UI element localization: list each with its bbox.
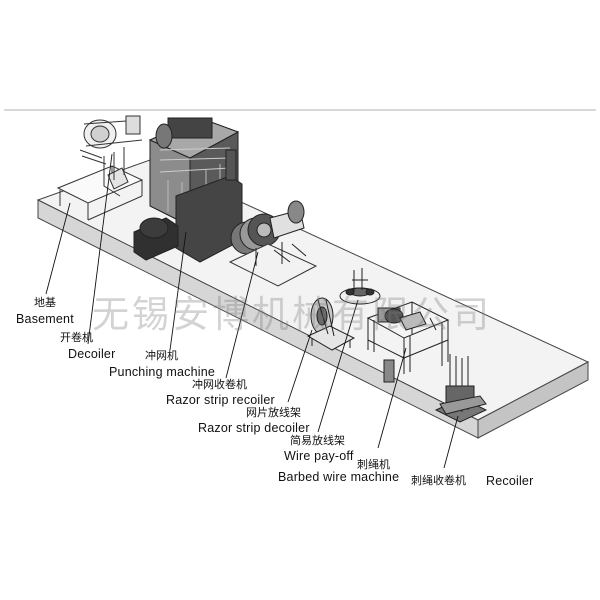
watermark-text: 无锡安博机械有限公司 — [92, 293, 492, 336]
razor-strip-decoiler — [306, 297, 356, 351]
punching-machine — [133, 117, 243, 263]
leader-razor-decoiler — [287, 329, 313, 403]
label-razor-decoiler-en: Razor strip decoiler — [198, 421, 310, 435]
barbed-wire-machine — [366, 301, 450, 383]
label-punching-cn: 冲网机 — [145, 349, 178, 362]
leader-razor-recoiler — [225, 251, 259, 379]
wire-pay-off — [339, 268, 381, 305]
label-barbed-cn: 刺绳机 — [357, 458, 390, 471]
label-recoiler-en: Recoiler — [486, 474, 534, 488]
label-decoiler-en: Decoiler — [68, 347, 116, 361]
label-razor-recoiler-cn: 冲网收卷机 — [192, 378, 247, 391]
leader-wire-payoff — [317, 299, 359, 433]
leader-recoiler — [443, 415, 459, 469]
decoiler-machine — [56, 115, 144, 221]
recoiler-machine — [434, 354, 488, 423]
label-wire-payoff-cn: 简易放线架 — [290, 434, 345, 447]
razor-strip-recoiler — [228, 200, 318, 287]
label-barbed-en: Barbed wire machine — [278, 470, 400, 484]
label-recoiler-cn: 刺绳收卷机 — [411, 474, 466, 487]
leader-punching — [169, 231, 187, 351]
label-razor-decoiler-cn: 网片放线架 — [246, 406, 301, 419]
label-punching-en: Punching machine — [109, 365, 216, 379]
label-wire-payoff-en: Wire pay-off — [284, 449, 354, 463]
leader-barbed — [377, 347, 407, 449]
label-basement-en: Basement — [16, 312, 74, 326]
leader-decoiler — [87, 153, 113, 345]
label-razor-recoiler-en: Razor strip recoiler — [166, 393, 275, 407]
label-basement-cn: 地基 — [34, 296, 56, 309]
leader-basement — [45, 202, 71, 295]
label-decoiler-cn: 开卷机 — [60, 331, 93, 344]
